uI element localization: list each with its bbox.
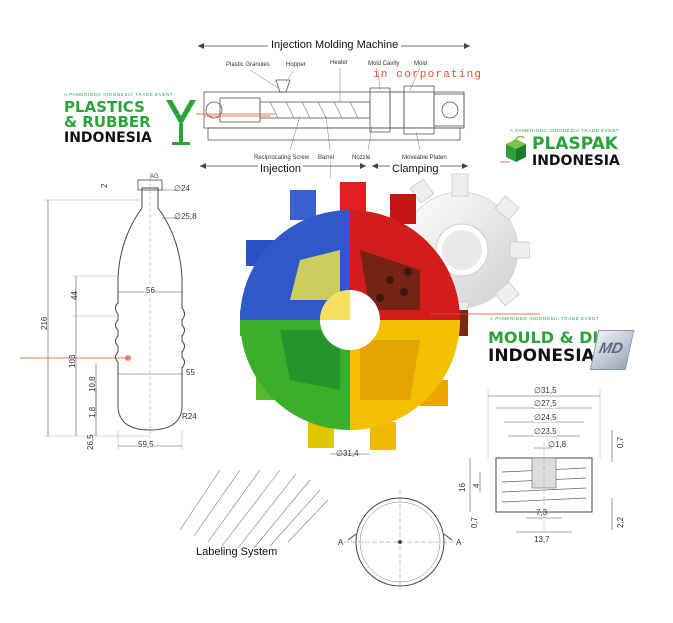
color-gear [240, 182, 468, 450]
box-icon [506, 136, 526, 162]
dim-h2: 2 [100, 183, 109, 188]
mould-die-line1: MOULD & DIE [488, 328, 610, 347]
connector-line-left [196, 113, 276, 115]
plaspak-logo: A PAMERINDO INDONESIA TRADE EVENT PLASPA… [500, 128, 640, 174]
dim-h22: 2,2 [616, 516, 625, 528]
dim-h44: 44 [70, 291, 79, 300]
label-barrel: Barrel [318, 155, 335, 161]
mould-die-logo: A PAMERINDO INDONESIA TRADE EVENT MOULD … [488, 316, 638, 376]
label-nozzle: Nozzle [352, 155, 371, 161]
label-hopper: Hopper [286, 62, 306, 68]
section-a-right: A [456, 538, 462, 547]
bottle-drawing: AG ∅24 ∅25,8 56 55 R24 59,5 2 216 44 103… [0, 168, 200, 458]
dim-d258: ∅25,8 [174, 212, 197, 221]
connector-line-right [430, 313, 540, 315]
dim-ag: AG [150, 174, 159, 180]
plastics-rubber-tagline: A PAMERINDO INDONESIA TRADE EVENT [64, 92, 174, 97]
plastics-rubber-line3: INDONESIA [64, 130, 152, 146]
md-badge: MD [589, 330, 635, 370]
section-a-left: A [338, 538, 344, 547]
dim-h216: 216 [40, 316, 49, 330]
dim-d245: ∅24,5 [534, 413, 557, 422]
plastics-rubber-logo: A PAMERINDO INDONESIA TRADE EVENT PLASTI… [60, 92, 200, 152]
dim-w137: 13,7 [534, 535, 550, 544]
label-heater: Heater [330, 60, 349, 66]
dim-d18: ∅1,8 [548, 440, 567, 449]
dim-h18: 1,8 [88, 406, 97, 418]
tree-icon [166, 100, 196, 145]
plaspak-line1: PLASPAK [532, 134, 618, 154]
dim-d275: ∅27,5 [534, 399, 557, 408]
label-plastic-granules: Plastic Granules [226, 62, 270, 68]
plaspak-line2: INDONESIA [532, 153, 620, 169]
dim-d315: ∅31,5 [534, 386, 557, 395]
label-reciprocating-screw: Reciprocating Screw [254, 155, 310, 161]
connector-line-top [330, 161, 510, 178]
dim-d235: ∅23,5 [534, 427, 557, 436]
incorporating-text: in corporating [373, 69, 483, 81]
dim-d314: ∅31,4 [336, 449, 359, 458]
bottle-line-art [20, 172, 185, 450]
injection-machine-diagram [190, 30, 480, 180]
dim-w56: 56 [146, 286, 155, 295]
label-mold-cavity: Mold Cavity [368, 61, 400, 67]
dim-h108: 10,8 [88, 376, 97, 392]
plaspak-tagline: A PAMERINDO INDONESIA TRADE EVENT [510, 128, 620, 133]
dim-h265: 26,5 [86, 434, 95, 450]
dim-r24: R24 [182, 412, 197, 421]
mould-die-line2: INDONESIA [488, 346, 595, 366]
label-clamping: Clamping [390, 163, 441, 175]
machine-title: Injection Molding Machine [268, 39, 402, 51]
cap-drawing: ∅31,5 ∅27,5 ∅24,5 ∅23,5 ∅1,8 16 4 0,7 0,… [440, 382, 650, 552]
label-injection: Injection [258, 163, 303, 175]
cap-line-art [469, 390, 613, 533]
dim-w73: 7,3 [536, 508, 548, 517]
labeling-section-art [180, 453, 456, 590]
machine-line-art [198, 43, 470, 169]
md-badge-text: MD [597, 340, 625, 357]
mould-die-tagline: A PAMERINDO INDONESIA TRADE EVENT [490, 316, 600, 321]
dim-h07a: 0,7 [616, 436, 625, 448]
labeling-system-label: Labeling System [196, 546, 278, 558]
plastics-rubber-line2: & RUBBER [64, 113, 151, 131]
label-mold: Mold [414, 61, 428, 67]
label-moveable-platen: Moveable Platen [402, 155, 447, 161]
dim-h103: 103 [68, 354, 77, 368]
gear-graphic [240, 173, 530, 450]
plastics-rubber-line1: PLASTICS [64, 98, 145, 116]
dim-w595: 59,5 [138, 440, 154, 449]
dim-d24: ∅24 [174, 184, 190, 193]
dim-w55: 55 [186, 368, 195, 377]
